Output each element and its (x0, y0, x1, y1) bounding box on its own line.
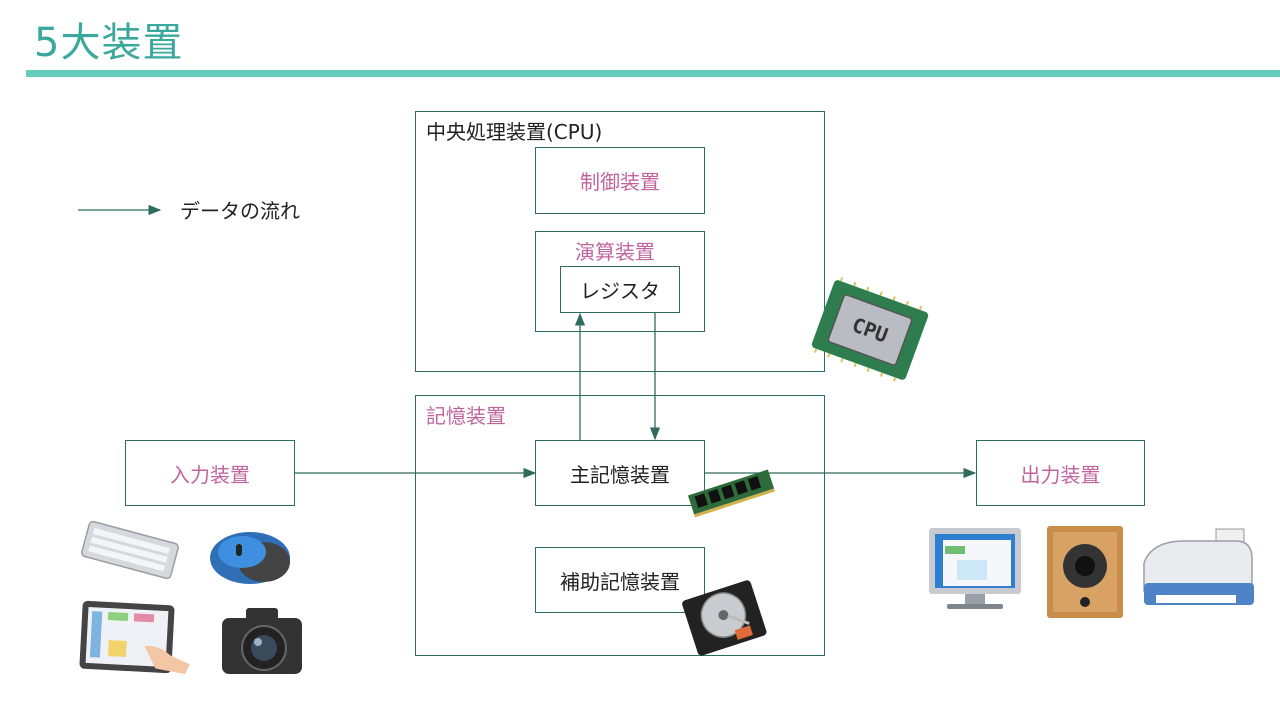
page-title: 5大装置 (34, 20, 184, 66)
camera-icon (222, 608, 302, 674)
input-unit: 入力装置 (125, 440, 295, 506)
cpu-group (415, 111, 825, 372)
output-unit: 出力装置 (976, 440, 1145, 506)
control-unit: 制御装置 (535, 147, 705, 214)
ram-module-icon (687, 469, 775, 518)
keyboard-icon (81, 520, 179, 580)
auxiliary-memory: 補助記憶装置 (535, 547, 705, 613)
alu-group (535, 231, 705, 332)
printer-icon (1143, 528, 1254, 605)
legend-label: データの流れ (180, 199, 300, 223)
register: レジスタ (560, 266, 680, 313)
memory-group (415, 395, 825, 656)
monitor-icon (929, 528, 1021, 609)
alu-label: 演算装置 (575, 240, 655, 264)
memory-label: 記憶装置 (426, 404, 506, 428)
main-memory: 主記憶装置 (535, 440, 705, 506)
cpu-chip-icon: CPU (811, 277, 929, 382)
mouse-icon (210, 532, 290, 584)
speaker-icon (1047, 526, 1123, 618)
cpu-label: 中央処理装置(CPU) (426, 120, 603, 144)
title-underline (26, 70, 1280, 77)
hard-disk-icon (682, 580, 767, 656)
tablet-icon (79, 600, 190, 675)
